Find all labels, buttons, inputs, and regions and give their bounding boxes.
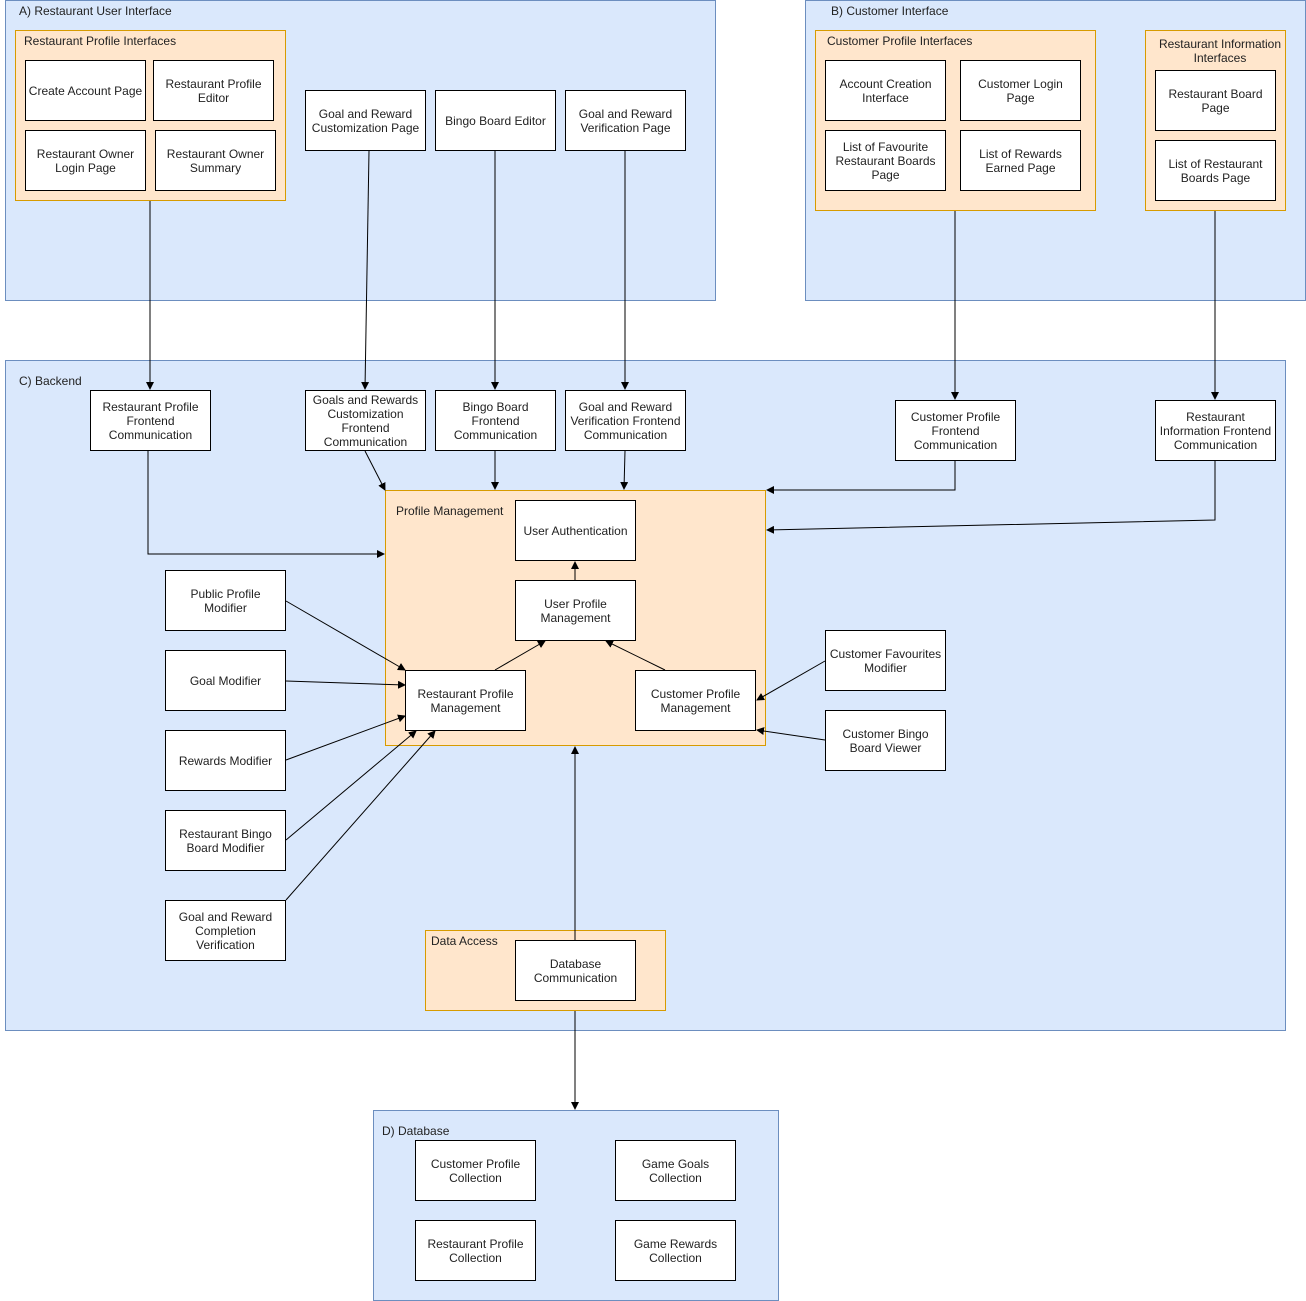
goal-reward-customization-page: Goal and Reward Customization Page	[305, 90, 426, 151]
customer-profile-collection: Customer Profile Collection	[415, 1140, 536, 1201]
goal-modifier: Goal Modifier	[165, 650, 286, 711]
goal-reward-verification-frontend-comm: Goal and Reward Verification Frontend Co…	[565, 390, 686, 451]
rewards-modifier: Rewards Modifier	[165, 730, 286, 791]
restaurant-owner-login-page: Restaurant Owner Login Page	[25, 130, 146, 191]
create-account-page: Create Account Page	[25, 60, 146, 121]
list-rewards-earned-page: List of Rewards Earned Page	[960, 130, 1081, 191]
user-profile-management: User Profile Management	[515, 580, 636, 641]
region-label-customer-ui: B) Customer Interface	[831, 4, 949, 18]
region-label-backend: C) Backend	[19, 374, 82, 388]
game-rewards-collection: Game Rewards Collection	[615, 1220, 736, 1281]
customer-login-page: Customer Login Page	[960, 60, 1081, 121]
restaurant-profile-editor: Restaurant Profile Editor	[153, 60, 274, 121]
user-authentication: User Authentication	[515, 500, 636, 561]
region-label-database: D) Database	[382, 1124, 450, 1138]
bingo-board-editor: Bingo Board Editor	[435, 90, 556, 151]
list-restaurant-boards-page: List of Restaurant Boards Page	[1155, 140, 1276, 201]
restaurant-owner-summary: Restaurant Owner Summary	[155, 130, 276, 191]
goals-rewards-customization-frontend-comm: Goals and Rewards Customization Frontend…	[305, 390, 426, 451]
customer-profile-management: Customer Profile Management	[635, 670, 756, 731]
restaurant-profile-management: Restaurant Profile Management	[405, 670, 526, 731]
customer-profile-frontend-comm: Customer Profile Frontend Communication	[895, 400, 1016, 461]
game-goals-collection: Game Goals Collection	[615, 1140, 736, 1201]
customer-favourites-modifier: Customer Favourites Modifier	[825, 630, 946, 691]
group-label-profile-management: Profile Management	[396, 504, 504, 518]
restaurant-profile-frontend-comm: Restaurant Profile Frontend Communicatio…	[90, 390, 211, 451]
restaurant-bingo-board-modifier: Restaurant Bingo Board Modifier	[165, 810, 286, 871]
group-label-restaurant-information-interfaces: Restaurant Information Interfaces	[1158, 37, 1282, 65]
account-creation-interface: Account Creation Interface	[825, 60, 946, 121]
public-profile-modifier: Public Profile Modifier	[165, 570, 286, 631]
group-label-restaurant-profile-interfaces: Restaurant Profile Interfaces	[24, 34, 177, 48]
goal-reward-verification-page: Goal and Reward Verification Page	[565, 90, 686, 151]
database-communication: Database Communication	[515, 940, 636, 1001]
restaurant-board-page: Restaurant Board Page	[1155, 70, 1276, 131]
group-label-data-access: Data Access	[431, 934, 498, 948]
restaurant-profile-collection: Restaurant Profile Collection	[415, 1220, 536, 1281]
restaurant-information-frontend-comm: Restaurant Information Frontend Communic…	[1155, 400, 1276, 461]
list-favourite-boards-page: List of Favourite Restaurant Boards Page	[825, 130, 946, 191]
group-label-customer-profile-interfaces: Customer Profile Interfaces	[827, 34, 973, 48]
region-label-restaurant-ui: A) Restaurant User Interface	[19, 4, 172, 18]
customer-bingo-board-viewer: Customer Bingo Board Viewer	[825, 710, 946, 771]
bingo-board-frontend-comm: Bingo Board Frontend Communication	[435, 390, 556, 451]
goal-reward-completion-verification: Goal and Reward Completion Verification	[165, 900, 286, 961]
